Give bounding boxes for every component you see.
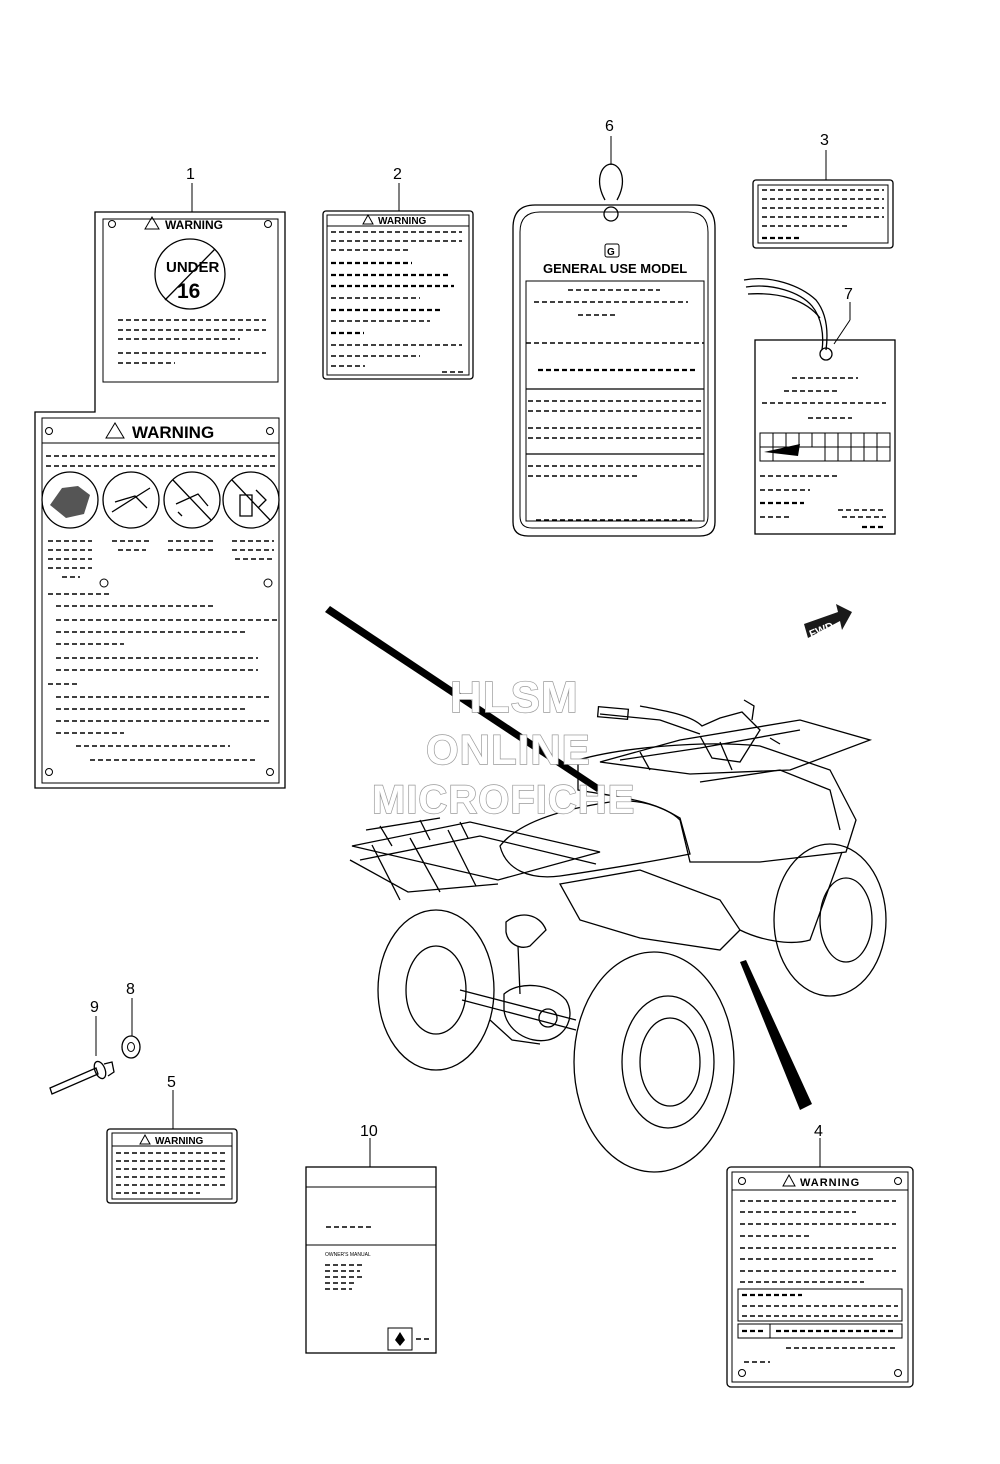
pictogram-no-paved-road-icon: [163, 471, 221, 529]
part-1-main-warning: WARNING: [132, 423, 214, 442]
callout-10[interactable]: 10: [360, 1123, 378, 1140]
callout-3[interactable]: 3: [820, 132, 829, 149]
tag-grid: [759, 432, 891, 462]
callout-4[interactable]: 4: [814, 1123, 823, 1140]
part-7-hang-tag[interactable]: [743, 278, 896, 535]
callout-5[interactable]: 5: [167, 1074, 176, 1091]
part-5-warning-label[interactable]: WARNING: [106, 1090, 238, 1204]
watermark: HLSM ONLINE MICROFICHE: [371, 672, 635, 822]
fwd-arrow-icon: [804, 604, 852, 638]
callout-9[interactable]: 9: [90, 999, 99, 1016]
callout-7[interactable]: 7: [844, 286, 853, 303]
pictogram-row: [41, 471, 280, 529]
fwd-arrow-decal: FWD: [804, 604, 852, 641]
atv-illustration: [325, 606, 887, 1173]
callout-1[interactable]: 1: [186, 166, 195, 183]
watermark-line-2: ONLINE: [426, 726, 591, 773]
part-4-warning-label[interactable]: WARNING: [726, 1138, 914, 1388]
part-2-warning-label[interactable]: WARNING: [322, 183, 474, 380]
part-9-rivet[interactable]: [49, 1016, 115, 1095]
part-6-general-use-tag[interactable]: G GENERAL USE MODEL: [512, 136, 716, 537]
part-4-warning: WARNING: [800, 1177, 860, 1189]
part-1-warning-label[interactable]: WARNING UNDER 16 WARNING: [34, 183, 286, 789]
pictogram-rider-icon: [41, 471, 99, 529]
g-mark-text: G: [607, 247, 615, 258]
g-mark-icon: [604, 243, 620, 258]
part-3-label[interactable]: [752, 150, 894, 249]
part-1-top-warning: WARNING: [165, 218, 223, 232]
callout-8[interactable]: 8: [126, 981, 135, 998]
general-use-model-text: GENERAL USE MODEL: [543, 261, 687, 276]
callout-6[interactable]: 6: [605, 118, 614, 135]
part-2-warning: WARNING: [378, 216, 427, 227]
pictogram-no-alcohol-icon: [222, 471, 280, 529]
callout-2[interactable]: 2: [393, 166, 402, 183]
part-10-owners-manual[interactable]: OWNER'S MANUAL: [305, 1138, 437, 1354]
part-5-warning: WARNING: [155, 1136, 204, 1147]
under-16-icon: [154, 238, 226, 310]
manual-title-text: OWNER'S MANUAL: [325, 1252, 371, 1258]
under-text: UNDER: [166, 259, 220, 276]
watermark-line-1: HLSM: [450, 673, 579, 722]
brand-logo-icon: [395, 1332, 405, 1346]
watermark-line-3: MICROFICHE: [372, 778, 635, 822]
pictogram-no-passenger-icon: [102, 471, 160, 529]
age-text: 16: [177, 280, 200, 303]
part-8-washer[interactable]: [121, 998, 141, 1059]
